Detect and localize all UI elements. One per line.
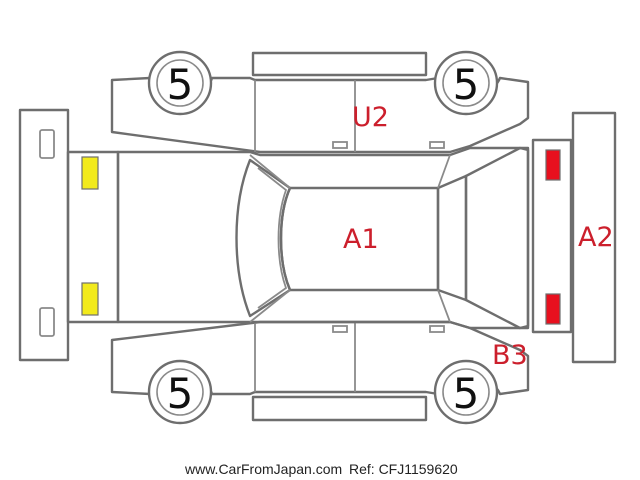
tire-front-left-outer: [147, 50, 213, 116]
damage-code-rear-quarter: B3: [492, 340, 528, 371]
front-lamp-top: [81, 156, 99, 190]
front-bumper-slot-top: [39, 129, 55, 159]
windshield-inner: [257, 167, 288, 309]
upper-door-handle-front: [332, 141, 348, 149]
tire-rear-right-score: 5: [453, 369, 480, 418]
tire-rear-left: 5: [433, 50, 499, 116]
footer-website: www.CarFromJapan.com: [184, 461, 342, 477]
tire-front-right: 5: [147, 359, 213, 425]
tire-front-left-inner: [156, 59, 204, 107]
tire-rear-left-score: 5: [453, 60, 480, 109]
pillar-bottom-left: [249, 289, 291, 323]
top-sill-strip: [251, 51, 428, 77]
tire-rear-right-inner: [442, 368, 490, 416]
front-bumper: [18, 108, 70, 362]
upper-door-handle-rear: [429, 141, 445, 149]
damage-code-rear-bumper: A2: [578, 222, 614, 253]
rear-lamp-top: [545, 149, 561, 181]
rear-hatch: [464, 146, 530, 330]
rear-lamp-bottom: [545, 293, 561, 325]
pillar-top-left: [249, 154, 291, 189]
lower-door-handle-front: [332, 325, 348, 333]
damage-code-side-panel: U2: [352, 102, 389, 133]
bottom-sill-strip: [251, 395, 428, 422]
pillar-top-right: [437, 154, 451, 189]
footer-reference: Ref: CFJ1159620: [349, 461, 458, 477]
rear-lamp-housing: [531, 138, 573, 334]
tire-rear-right-outer: [433, 359, 499, 425]
tire-front-left-score: 5: [167, 60, 194, 109]
front-lamp-bottom: [81, 282, 99, 316]
tire-rear-right: 5: [433, 359, 499, 425]
rear-window: [436, 174, 468, 302]
front-bumper-slot-bottom: [39, 307, 55, 337]
damage-code-roof: A1: [343, 224, 379, 255]
tire-rear-left-outer: [433, 50, 499, 116]
lower-door-handle-rear: [429, 325, 445, 333]
tire-front-right-outer: [147, 359, 213, 425]
tire-front-right-inner: [156, 368, 204, 416]
tire-front-right-score: 5: [167, 369, 194, 418]
tire-rear-left-inner: [442, 59, 490, 107]
pillar-bottom-right: [437, 289, 451, 323]
tire-front-left: 5: [147, 50, 213, 116]
roof-panel: [279, 186, 440, 292]
rear-bumper: [571, 111, 617, 364]
